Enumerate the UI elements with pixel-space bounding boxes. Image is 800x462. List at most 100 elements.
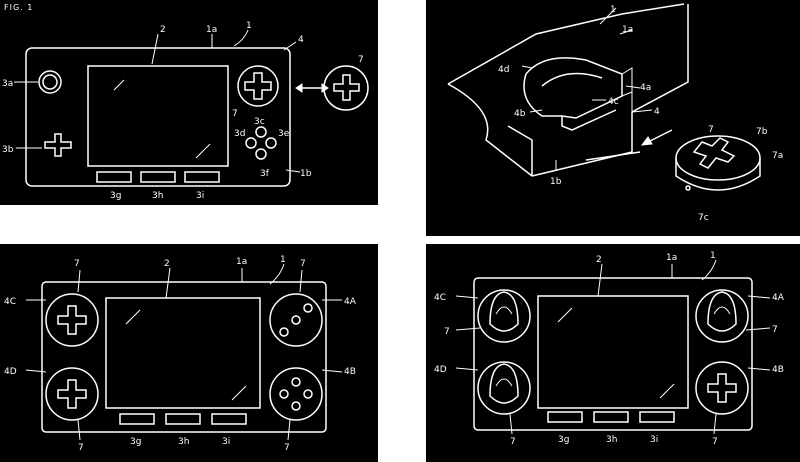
insert-arrow: [647, 129, 673, 143]
button-3c: [255, 126, 267, 138]
label-3g: 3g: [110, 191, 121, 201]
label-1: 1: [280, 255, 286, 265]
leader-line: [745, 327, 771, 331]
label-4D: 4D: [4, 367, 17, 377]
label-1: 1: [246, 21, 252, 31]
button-3g: [547, 411, 583, 423]
dpad-icon: [244, 72, 272, 100]
label-7: 7: [708, 125, 714, 135]
label-7-br: 7: [712, 437, 718, 447]
label-3h: 3h: [606, 435, 617, 445]
screen-glare: [195, 143, 211, 159]
label-4C: 4C: [434, 293, 446, 303]
screen-glare: [231, 385, 247, 401]
arrow-heads: [295, 83, 329, 93]
label-4B: 4B: [344, 367, 356, 377]
label-7-br: 7: [284, 443, 290, 453]
button-3e: [265, 137, 277, 149]
housing-outline: [447, 3, 689, 177]
button-3g: [96, 171, 132, 183]
cross-key-icon: [692, 137, 736, 169]
label-7-bl: 7: [510, 437, 516, 447]
button-dot: [303, 303, 313, 313]
label-7a: 7a: [772, 151, 783, 161]
leader-line: [77, 269, 81, 293]
analog-stick-icon: [489, 363, 519, 404]
label-2: 2: [596, 255, 602, 265]
label-4a: 4a: [640, 83, 651, 93]
screen-glare: [125, 309, 141, 325]
leader-line: [299, 269, 303, 293]
insert-arrowhead: [640, 136, 653, 146]
label-3i: 3i: [196, 191, 204, 201]
button-dot: [291, 315, 301, 325]
label-3g: 3g: [558, 435, 569, 445]
label-3f: 3f: [260, 169, 270, 179]
label-4A: 4A: [772, 293, 785, 303]
leader-line: [529, 109, 543, 113]
label-3i: 3i: [222, 437, 230, 447]
controller-disc: [695, 289, 749, 343]
label-3h: 3h: [178, 437, 189, 447]
label-1a: 1a: [236, 257, 247, 267]
leader-line: [521, 65, 533, 69]
socket-recess: [523, 57, 623, 131]
panel-bottom-right: 2 1a 1 4C 4A 7 7 4D 4B 7 3g 3h 3i 7: [426, 244, 800, 462]
analog-stick-inner: [42, 74, 58, 90]
leader-line: [25, 369, 47, 373]
screen-glare: [659, 383, 675, 399]
button-3i: [184, 171, 220, 183]
leader-line: [597, 263, 603, 297]
label-1a: 1a: [666, 253, 677, 263]
housing-edge: [507, 125, 533, 176]
screen: [105, 297, 261, 409]
dpad-icon: [57, 305, 87, 335]
button-dot: [279, 327, 289, 337]
diagram-socket-detail: 1 1a 4d 4a 4c 4b 4 7 7b 7a 7c 1b: [447, 3, 783, 223]
leader-line: [455, 327, 481, 331]
label-1a: 1a: [206, 25, 217, 35]
button-3i: [211, 413, 247, 425]
label-7-right: 7: [772, 325, 778, 335]
label-7-tr: 7: [300, 259, 306, 269]
label-3c: 3c: [254, 117, 265, 127]
controller-disc: [477, 361, 531, 415]
socket-slot: [621, 67, 633, 112]
leader-line: [747, 367, 771, 371]
label-2: 2: [160, 25, 166, 35]
leader-line: [455, 367, 479, 371]
label-1b: 1b: [300, 169, 312, 179]
dpad-icon: [57, 379, 87, 409]
device-body: [473, 277, 753, 431]
socket-rim: [541, 72, 603, 87]
dpad-icon: [44, 133, 72, 157]
screen-glare: [557, 307, 573, 323]
label-7-bl: 7: [78, 443, 84, 453]
label-4d: 4d: [498, 65, 509, 75]
label-7-tl: 7: [74, 259, 80, 269]
label-7: 7: [232, 109, 238, 119]
button-3h: [593, 411, 629, 423]
detached-controller: [323, 65, 369, 111]
label-4c: 4c: [608, 97, 619, 107]
label-4A: 4A: [344, 297, 357, 307]
label-4b: 4b: [514, 109, 526, 119]
leader-line: [287, 419, 291, 441]
button-dot: [279, 389, 289, 399]
button-dot: [303, 389, 313, 399]
leader-line: [165, 267, 171, 299]
label-4D: 4D: [434, 365, 447, 375]
leader-line: [285, 169, 301, 173]
panel-top-right: 1 1a 4d 4a 4c 4b 4 7 7b 7a 7c 1b: [426, 0, 800, 236]
screen: [537, 295, 689, 409]
leader-line: [509, 413, 513, 435]
button-3h: [165, 413, 201, 425]
button-3i: [639, 411, 675, 423]
label-4B: 4B: [772, 365, 784, 375]
label-3i: 3i: [650, 435, 658, 445]
analog-stick-icon: [489, 291, 519, 332]
controller-disc: [269, 367, 323, 421]
label-1: 1: [610, 5, 616, 15]
disc-contact: [685, 185, 691, 191]
leader-line: [455, 295, 479, 299]
